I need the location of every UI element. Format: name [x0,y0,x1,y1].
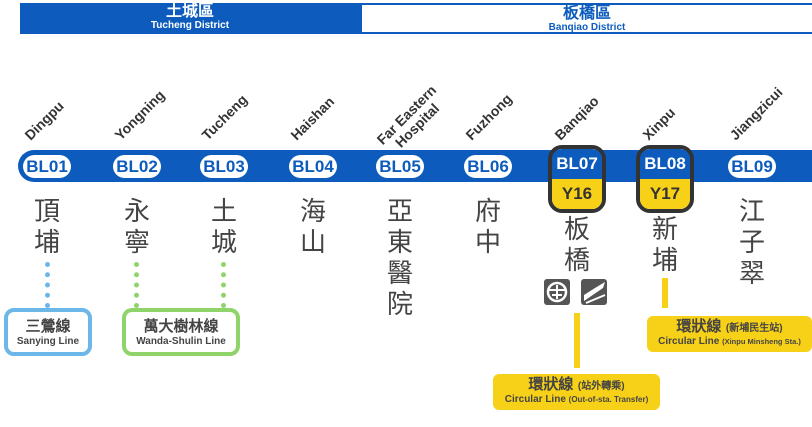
line-en: Sanying Line [16,336,80,347]
station-en: Fuzhong [462,90,515,144]
wanda-connector [221,262,226,308]
district-zh: 板橋區 [562,5,611,22]
line-zh-note: (新埔民生站) [725,323,783,334]
station-code: BL04 [289,155,337,178]
station-zh: 府中 [474,196,501,257]
station-code: BL09 [728,155,776,178]
line-en-note: (Xinpu Minsheng Sta.) [722,336,801,346]
sanying-connector [45,262,50,308]
station-zh: 土城 [210,196,237,257]
station-en: Banqiao [551,92,602,144]
station-code: BL01 [23,155,71,178]
station-zh: 新埔 [651,214,678,275]
tra-railway-icon [544,279,570,305]
district-zh: 土城區 [165,3,214,20]
hsr-icon [581,279,607,305]
station-zh: 江子翠 [738,196,765,288]
station-code-circular: Y17 [640,179,690,209]
line-zh: 環狀線 [676,318,722,335]
station-en: Haishan [287,93,338,144]
station-en: Xinpu [639,104,679,144]
station-zh: 板橋 [563,214,590,275]
station-code: BL05 [376,155,424,178]
district-en: Tucheng District [150,20,230,31]
line-zh: 環狀線 [528,376,574,393]
station-en: Jiangzicui [726,83,786,144]
station-zh: 亞東醫院 [386,196,413,319]
line-en: Circular Line [504,393,566,405]
line-zh: 萬大樹林線 [143,318,219,335]
circular-connector [662,278,668,308]
station-code: BL06 [464,155,512,178]
station-en: Dingpu [21,97,67,144]
circular-line-xinpu-label[interactable]: 環狀線 (新埔民生站) Circular Line (Xinpu Minsheng… [647,316,812,352]
station-code: BL03 [200,155,248,178]
line-en-note: (Out-of-sta. Transfer) [568,394,649,404]
station-zh: 頂埔 [33,196,60,257]
wanda-connector [134,262,139,308]
circular-line-banqiao-label[interactable]: 環狀線 (站外轉乘) Circular Line (Out-of-sta. Tra… [493,374,660,410]
station-code: BL07 [552,149,602,179]
station-en: Tucheng [198,91,251,144]
station-code: BL08 [640,149,690,179]
line-en: Wanda-Shulin Line [136,336,226,347]
station-zh: 永寧 [123,196,150,257]
station-code: BL02 [113,155,161,178]
line-en: Circular Line [658,335,720,347]
station-en: Yongning [111,86,168,144]
line-zh-note: (站外轉乘) [577,381,625,392]
station-zh: 海山 [299,196,326,257]
district-en: Banqiao District [548,22,626,33]
line-zh: 三鶯線 [25,318,71,335]
circular-connector [574,313,580,368]
station-code-circular: Y16 [552,179,602,209]
